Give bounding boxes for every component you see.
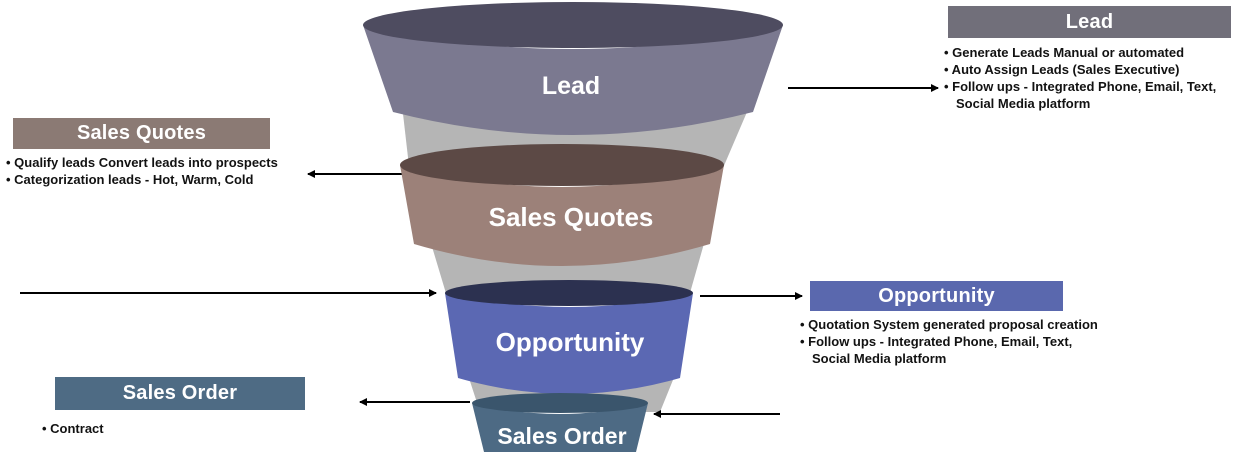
callout-lead-bullets: • Generate Leads Manual or automated • Au… (944, 44, 1255, 112)
bullet-item: • Generate Leads Manual or automated (944, 45, 1185, 60)
connector-arrows (20, 84, 939, 418)
callout-sales-order-header: Sales Order (55, 377, 305, 410)
funnel-stage-quotes-label: Sales Quotes (489, 202, 654, 232)
funnel-stage-lead-label: Lead (542, 72, 600, 100)
funnel-stage-quotes-front (400, 165, 724, 266)
funnel-stage-lead-top (363, 2, 783, 48)
funnel-stage-quotes-top (400, 144, 724, 186)
callout-lead-header: Lead (948, 6, 1231, 38)
funnel-stage-order-top (472, 393, 648, 413)
callout-opportunity-header: Opportunity (810, 281, 1063, 311)
callout-sales-order-bullets: • Contract (42, 420, 302, 437)
funnel-stage-opportunity-front (445, 293, 693, 394)
bullet-item: • Qualify leads Convert leads into prosp… (6, 155, 278, 170)
bullet-item: • Contract (42, 421, 104, 436)
funnel-stage-order-front (472, 403, 648, 452)
bullet-item: • Quotation System generated proposal cr… (800, 317, 1098, 332)
funnel-stage-order-label: Sales Order (497, 423, 626, 449)
bullet-item: • Categorization leads - Hot, Warm, Cold (6, 172, 254, 187)
callout-lead-title: Lead (1065, 10, 1114, 33)
bullet-item: • Auto Assign Leads (Sales Executive) (944, 62, 1180, 77)
callout-sales-quotes-header: Sales Quotes (13, 118, 270, 149)
funnel-stage-lead-front (363, 25, 783, 135)
callout-sales-order-title: Sales Order (122, 382, 238, 404)
bullet-item: • Follow ups - Integrated Phone, Email, … (800, 334, 1073, 366)
funnel-stage-opportunity-label: Opportunity (496, 327, 645, 357)
callout-sales-quotes-bullets: • Qualify leads Convert leads into prosp… (6, 154, 318, 188)
bullet-item: • Follow ups - Integrated Phone, Email, … (944, 79, 1217, 111)
callout-sales-quotes-title: Sales Quotes (76, 122, 207, 144)
callout-opportunity-title: Opportunity (878, 284, 995, 307)
callout-opportunity-bullets: • Quotation System generated proposal cr… (800, 316, 1100, 367)
funnel-stage-opportunity-top (445, 280, 693, 306)
